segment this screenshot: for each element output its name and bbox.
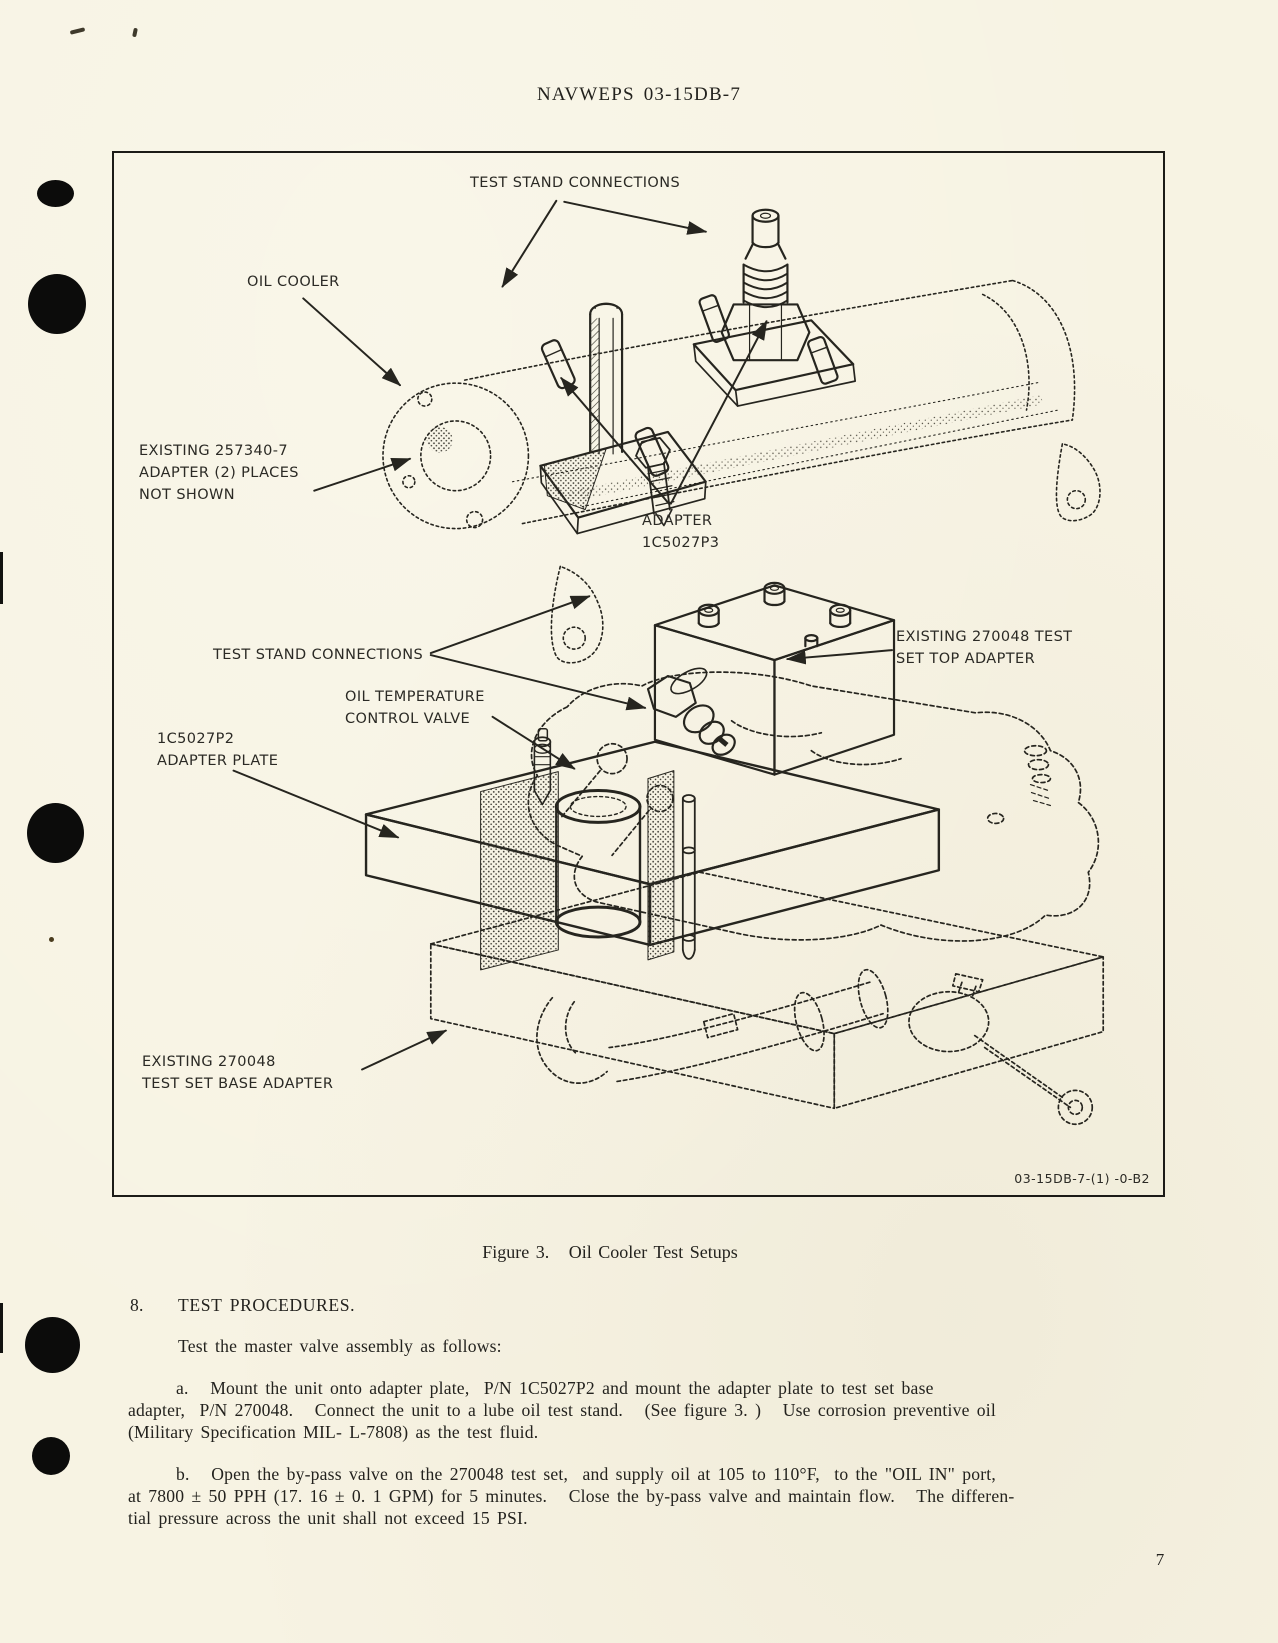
scan-artifact [69,27,86,35]
binding-dot [32,1437,70,1475]
scan-artifact [0,552,3,604]
binding-dot [28,274,86,334]
scan-artifact [132,27,138,38]
scan-artifact [49,937,54,942]
section-number: 8. [130,1295,144,1315]
paragraph-b-line-2: at 7800 ± 50 PPH (17. 16 ± 0. 1 GPM) for… [128,1486,1015,1506]
page-number: 7 [1155,1550,1165,1569]
binding-dot [25,1317,80,1373]
label-test-stand-connections-bottom: TEST STAND CONNECTIONS [213,647,424,663]
document-header: NAVWEPS 03-15DB-7 [536,84,742,105]
figure-frame [112,151,1165,1197]
paragraph-a-line-3: (Military Specification MIL- L-7808) as … [128,1422,539,1442]
figure-drawing-svg [232,199,1105,1126]
binding-dot [27,803,84,863]
intro-line: Test the master valve assembly as follow… [178,1336,502,1356]
figure-reference-number: 03-15DB-7-(1) -0-B2 [1014,1171,1150,1186]
paragraph-a-line-2: adapter, P/N 270048. Connect the unit to… [128,1400,996,1420]
scan-artifact [0,1303,3,1353]
paragraph-a-line-1: a. Mount the unit onto adapter plate, P/… [176,1378,934,1398]
label-test-stand-connections-top: TEST STAND CONNECTIONS [470,175,681,191]
binding-dot [37,180,74,207]
paragraph-b-line-3: tial pressure across the unit shall not … [128,1508,528,1528]
paragraph-b-line-1: b. Open the by-pass valve on the 270048 … [176,1464,996,1484]
figure-caption: Figure 3. Oil Cooler Test Setups [482,1242,738,1262]
label-oil-cooler: OIL COOLER [247,274,340,290]
section-title: TEST PROCEDURES. [178,1295,356,1315]
